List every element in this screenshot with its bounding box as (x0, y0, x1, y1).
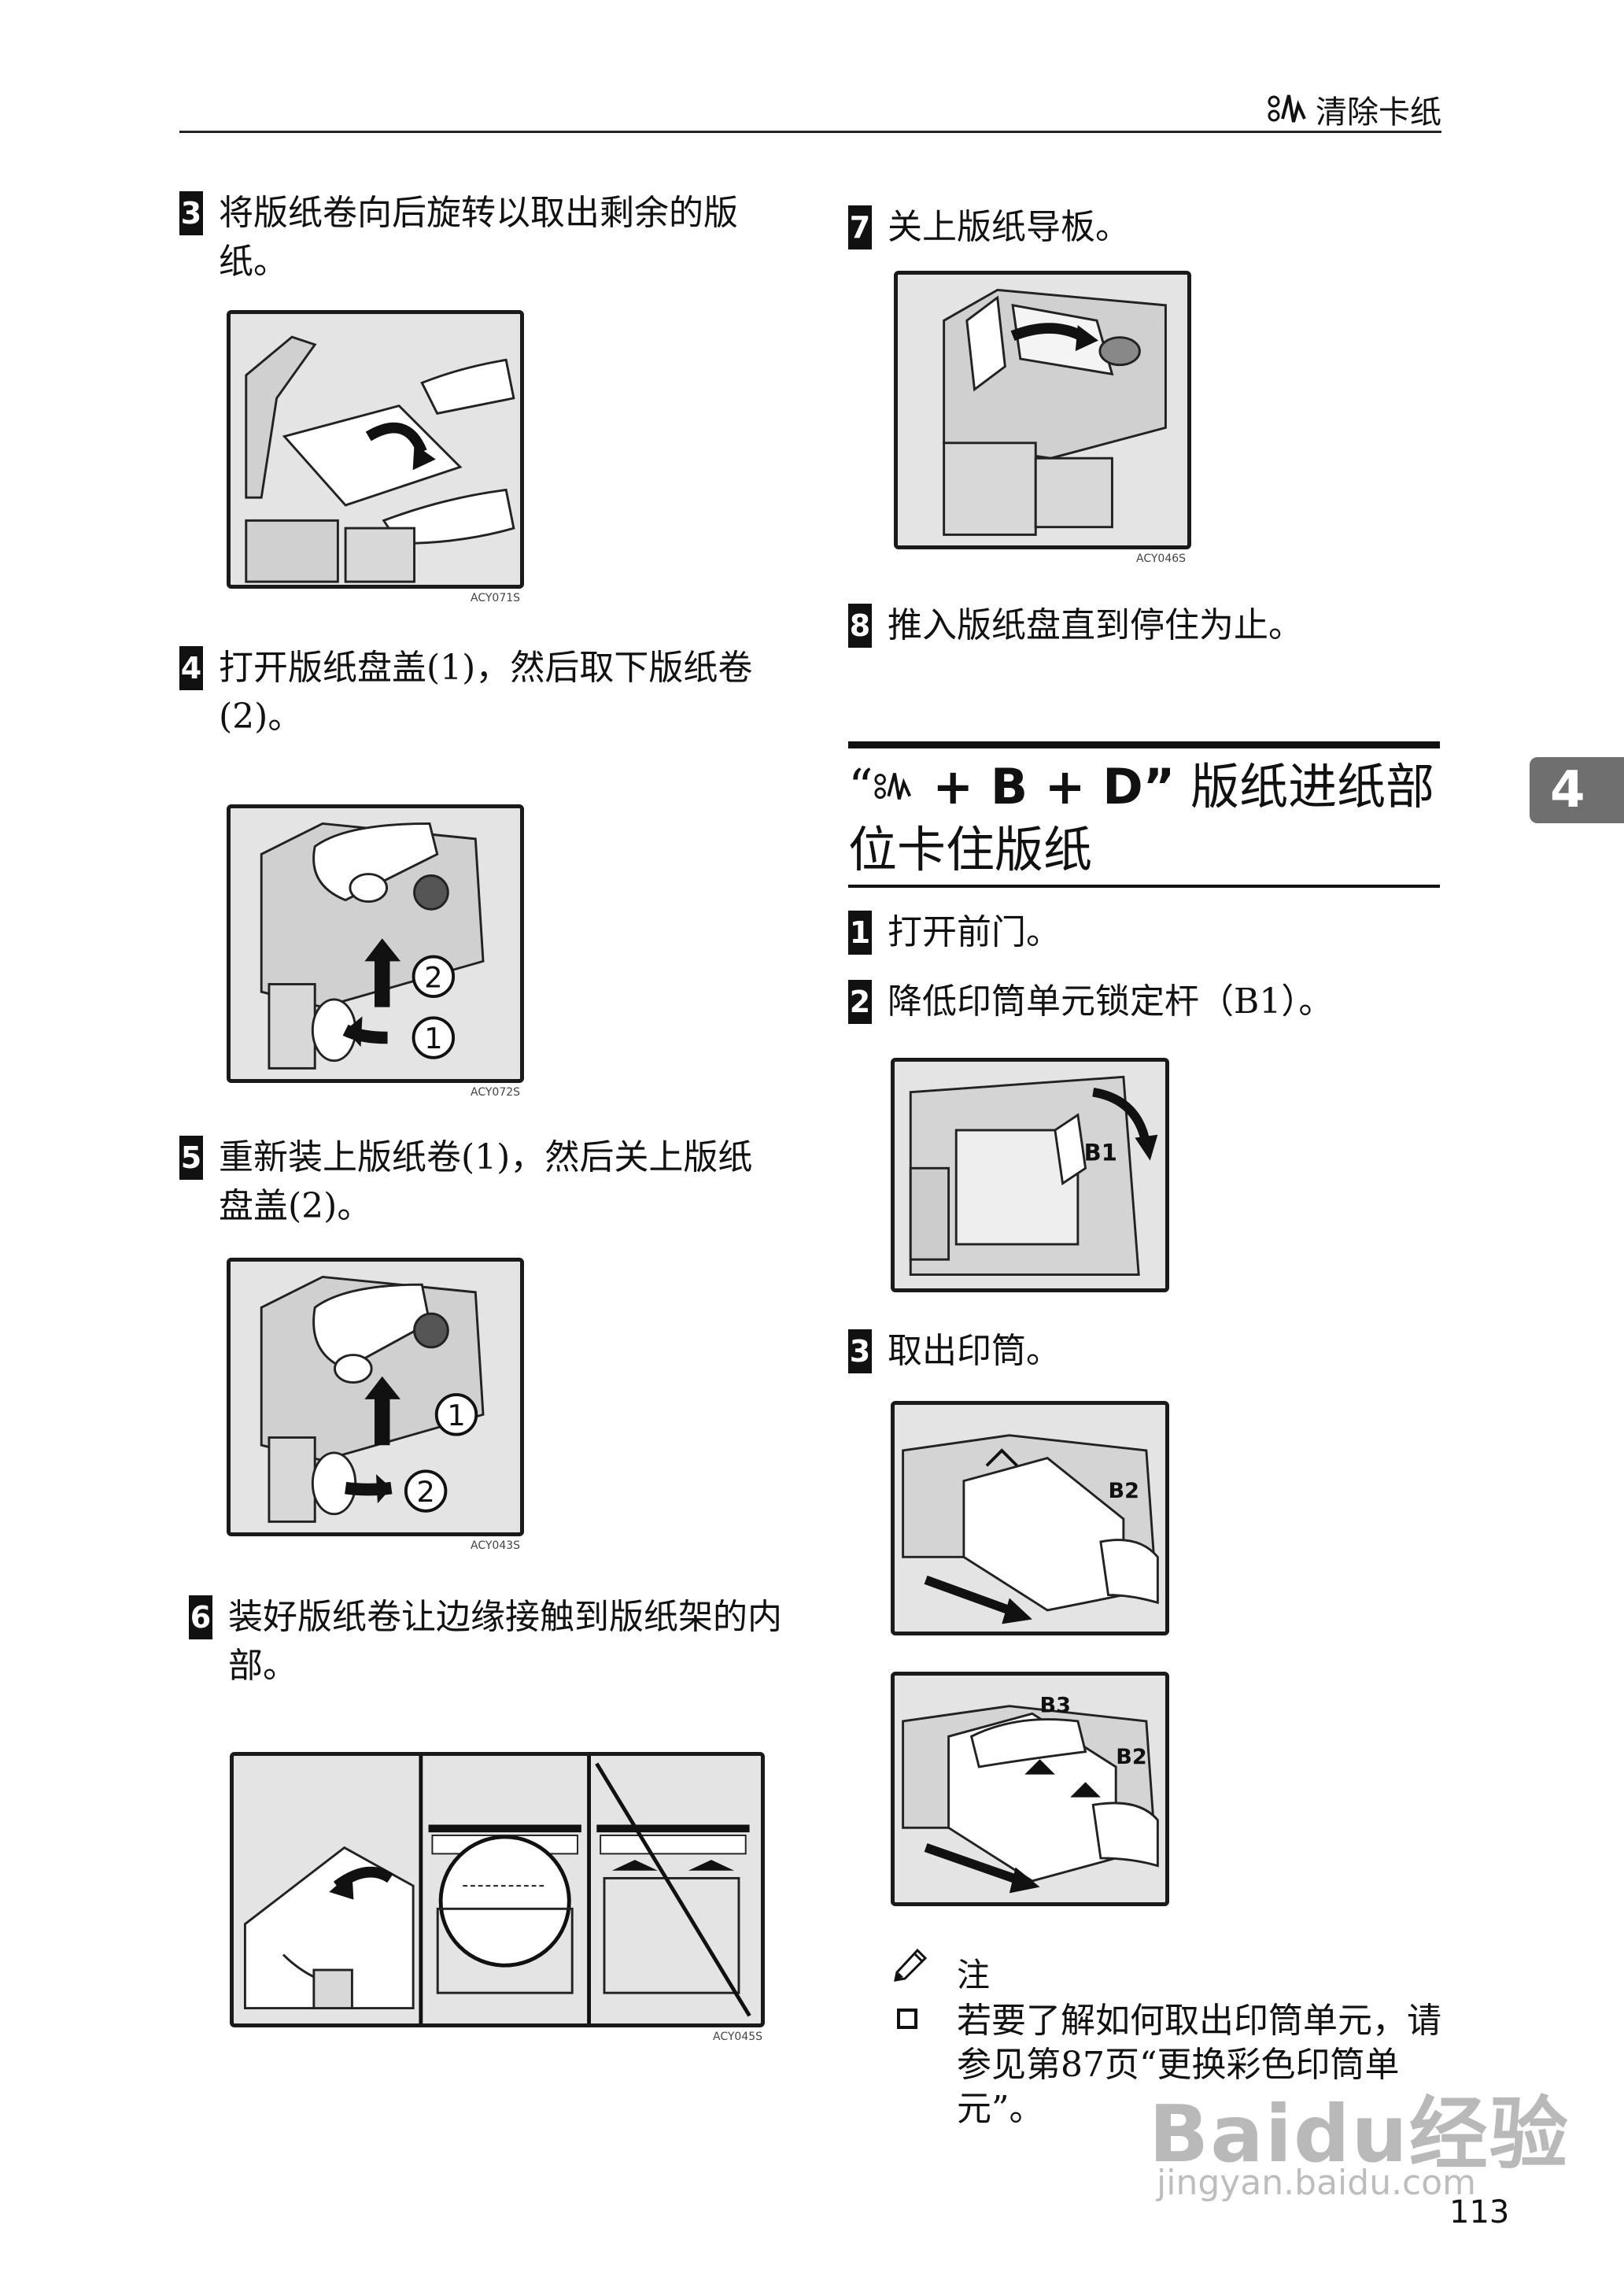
step-1-open-front-door: 1 打开前门。 (848, 908, 1446, 957)
label-b1: B1 (1084, 1140, 1117, 1166)
figure-reinstall-roll: 1 2 (227, 1258, 524, 1536)
step-3-remove-drum: 3 取出印筒。 (848, 1327, 1446, 1376)
step-text: 将版纸卷向后旋转以取出剩余的版纸。 (219, 193, 738, 282)
note-label: 注 (957, 1956, 991, 1994)
section-title-codes: + B + D” (915, 758, 1176, 815)
step-number: 1 (848, 911, 872, 955)
step-text: 装好版纸卷让边缘接触到版纸架的内部。 (228, 1597, 782, 1686)
step-6-load-roll: 6 装好版纸卷让边缘接触到版纸架的内部。 (189, 1593, 787, 1691)
step-text: 关上版纸导板。 (888, 207, 1130, 247)
figure-remove-drum-2: B3 B2 (891, 1672, 1169, 1906)
remove-drum-illustration: B3 B2 (895, 1676, 1165, 1902)
figure-code: ACY072S (471, 1086, 521, 1099)
step-text: 打开前门。 (888, 912, 1061, 952)
header-title: 清除卡纸 (1316, 94, 1441, 131)
header: 清除卡纸 (1267, 87, 1441, 132)
figure-lock-lever: B1 (891, 1058, 1169, 1292)
label-b2: B2 (1116, 1745, 1146, 1769)
chapter-tab: 4 (1530, 757, 1624, 823)
remove-drum-illustration: B2 (895, 1405, 1165, 1632)
figure-code: ACY071S (471, 592, 521, 604)
figure-load-roll (230, 1752, 765, 2027)
step-text: 重新装上版纸卷(1)，然后关上版纸盘盖(2)。 (219, 1137, 753, 1226)
figure-code: ACY045S (713, 2031, 763, 2043)
section-rule-top (848, 741, 1440, 748)
note-text: 若要了解如何取出印筒单元，请参见第87页“更换彩色印筒单元”。 (957, 2001, 1441, 2129)
watermark-url: jingyan.baidu.com (1157, 2163, 1477, 2203)
step-8-push-tray: 8 推入版纸盘直到停住为止。 (848, 601, 1446, 650)
section-title-prefix: “ (848, 758, 873, 815)
paper-jam-icon (874, 773, 911, 800)
checkbox-bullet (897, 2009, 917, 2029)
callout-1: 1 (424, 1022, 442, 1055)
step-3-rotate-roll: 3 将版纸卷向后旋转以取出剩余的版纸。 (179, 189, 777, 286)
step-4-open-cover: 4 打开版纸盘盖(1)，然后取下版纸卷(2)。 (179, 644, 785, 741)
step-text: 取出印筒。 (888, 1331, 1061, 1371)
figure-remove-drum-1: B2 (891, 1401, 1169, 1635)
figure-rotate-roll (227, 310, 524, 589)
step-5-reinstall-roll: 5 重新装上版纸卷(1)，然后关上版纸盘盖(2)。 (179, 1133, 785, 1231)
figure-open-cover: 2 1 (227, 804, 524, 1083)
figure-code: ACY043S (471, 1539, 521, 1552)
open-cover-illustration: 2 1 (231, 808, 520, 1079)
paper-jam-icon (1268, 94, 1306, 123)
lock-lever-illustration: B1 (895, 1062, 1165, 1288)
step-number: 2 (848, 980, 872, 1024)
page-number: 113 (1449, 2194, 1510, 2230)
label-b2: B2 (1109, 1479, 1139, 1503)
figure-code: ACY046S (1136, 552, 1187, 565)
step-2-lower-lever: 2 降低印筒单元锁定杆（B1）。 (848, 978, 1446, 1026)
step-number: 3 (179, 191, 203, 235)
reinstall-illustration: 1 2 (231, 1262, 520, 1532)
section-title-text: 版纸进纸部位卡住版纸 (848, 758, 1435, 878)
step-number: 5 (179, 1136, 203, 1180)
step-number: 4 (179, 646, 203, 690)
header-rule (179, 131, 1441, 133)
step-text: 推入版纸盘直到停住为止。 (888, 605, 1303, 645)
load-roll-illustration (237, 1756, 758, 2023)
step-number: 3 (848, 1329, 872, 1373)
callout-2: 2 (424, 960, 442, 994)
step-number: 8 (848, 604, 872, 648)
pencil-note-icon (894, 1948, 928, 1982)
step-number: 7 (848, 205, 872, 249)
section-rule-bottom (848, 885, 1440, 888)
step-number: 6 (189, 1595, 212, 1639)
step-text: 降低印筒单元锁定杆（B1）。 (888, 981, 1334, 1022)
label-b3: B3 (1040, 1693, 1071, 1717)
step-7-close-guide: 7 关上版纸导板。 (848, 203, 1446, 252)
figure-close-guide (894, 271, 1191, 549)
callout-2: 2 (416, 1475, 434, 1509)
watermark-logo: Baidu经验 (1149, 2088, 1570, 2180)
roll-illustration (231, 314, 520, 585)
close-guide-illustration (898, 275, 1187, 545)
step-text: 打开版纸盘盖(1)，然后取下版纸卷(2)。 (219, 648, 753, 737)
callout-1: 1 (447, 1399, 465, 1432)
section-heading: “ + B + D” 版纸进纸部位卡住版纸 (848, 756, 1446, 881)
